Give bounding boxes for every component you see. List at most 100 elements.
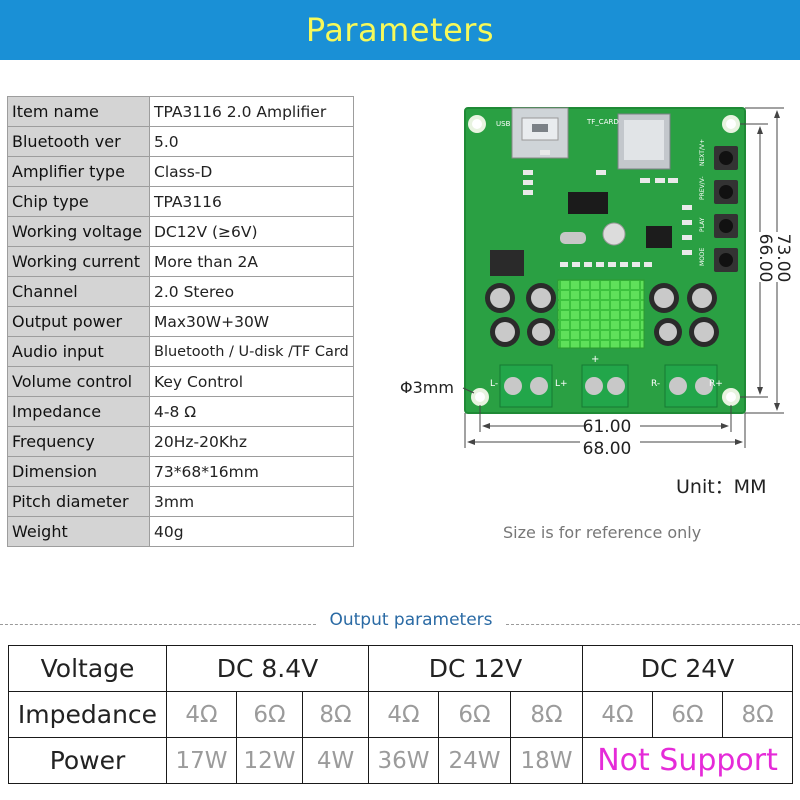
impedance-cell: 8Ω	[509, 691, 584, 738]
impedance-cell: 4Ω	[582, 691, 654, 738]
unit-label: Unit：MM	[676, 476, 767, 498]
spec-value: 73*68*16mm	[149, 456, 354, 487]
button-play	[714, 214, 738, 238]
silk-usb: USB	[496, 120, 511, 128]
hole-diameter: Φ3mm	[400, 378, 454, 397]
spec-value: More than 2A	[149, 246, 354, 277]
voltage-row: Voltage DC 8.4V DC 12V DC 24V	[8, 645, 794, 692]
silk-play: PLAY	[699, 217, 706, 232]
spec-key: Bluetooth ver	[7, 126, 150, 157]
power-cell: 18W	[509, 737, 584, 784]
power-cell: 17W	[166, 737, 237, 784]
terminal-left	[499, 364, 553, 408]
spec-value: 40g	[149, 516, 354, 547]
mount-hole-bl	[471, 388, 489, 406]
power-row: Power 17W 12W 4W 36W 24W 18W Not Support	[8, 737, 794, 784]
divider-right	[506, 624, 800, 625]
main-chip	[568, 192, 608, 214]
spec-value: Max30W+30W	[149, 306, 354, 337]
impedance-cell: 6Ω	[236, 691, 303, 738]
voltage-cell: DC 12V	[367, 645, 584, 692]
row-label-voltage: Voltage	[8, 645, 167, 692]
impedance-cell: 8Ω	[722, 691, 794, 738]
dim-61: 61.00	[583, 417, 632, 437]
board-diagram: USB TF_CARD NEXT/V+ PREV/V- PLAY MODE L-…	[400, 107, 793, 459]
impedance-cell: 4Ω	[166, 691, 237, 738]
spec-key: Amplifier type	[7, 156, 150, 187]
voltage-cell: DC 8.4V	[166, 645, 369, 692]
not-support-cell: Not Support	[582, 737, 794, 784]
crystal	[560, 232, 586, 244]
spec-value: 3mm	[149, 486, 354, 517]
impedance-cell: 6Ω	[438, 691, 511, 738]
dim-68: 68.00	[583, 439, 632, 459]
output-title: Output parameters	[329, 610, 493, 630]
spec-key: Channel	[7, 276, 150, 307]
reference-note: Size is for reference only	[503, 523, 702, 542]
divider-left	[0, 624, 316, 625]
spec-value: Key Control	[149, 366, 354, 397]
silk-l-plus: L+	[555, 379, 568, 389]
spec-key: Working voltage	[7, 216, 150, 247]
spec-key: Item name	[7, 96, 150, 127]
row-label-impedance: Impedance	[8, 691, 167, 738]
button-prev	[714, 180, 738, 204]
power-cell: 36W	[368, 737, 439, 784]
spec-value: 5.0	[149, 126, 354, 157]
heatsink	[557, 279, 645, 349]
mount-hole-tr	[722, 115, 740, 133]
mount-hole-br	[722, 388, 740, 406]
voltage-cell: DC 24V	[582, 645, 794, 692]
silk-next: NEXT/V+	[699, 139, 706, 166]
page-title: Parameters	[305, 11, 495, 49]
spec-key: Chip type	[7, 186, 150, 217]
dim-73: 73.00	[773, 234, 793, 283]
silk-plus: +	[591, 354, 599, 365]
silk-tf: TF_CARD	[586, 118, 619, 126]
spec-value: Bluetooth / U-disk /TF Card	[149, 336, 354, 367]
impedance-cell: 8Ω	[302, 691, 369, 738]
spec-key: Frequency	[7, 426, 150, 457]
power-cell: 12W	[236, 737, 303, 784]
spec-value: 4-8 Ω	[149, 396, 354, 427]
electrolytic-small	[602, 222, 626, 246]
silk-prev: PREV/V-	[699, 176, 706, 200]
regulator	[490, 250, 524, 276]
silk-mode: MODE	[699, 247, 706, 266]
spec-value: DC12V (≥6V)	[149, 216, 354, 247]
spec-key: Weight	[7, 516, 150, 547]
row-label-power: Power	[8, 737, 167, 784]
spec-value: TPA3116 2.0 Amplifier	[149, 96, 354, 127]
terminal-power	[581, 364, 629, 408]
impedance-cell: 4Ω	[368, 691, 439, 738]
power-cell: 4W	[302, 737, 369, 784]
button-mode	[714, 248, 738, 272]
spec-key: Volume control	[7, 366, 150, 397]
output-table: Voltage DC 8.4V DC 12V DC 24V Impedance …	[8, 645, 794, 784]
power-cell: 24W	[438, 737, 511, 784]
spec-key: Working current	[7, 246, 150, 277]
spec-value: Class-D	[149, 156, 354, 187]
impedance-cell: 6Ω	[652, 691, 724, 738]
spec-key: Audio input	[7, 336, 150, 367]
spec-value: TPA3116	[149, 186, 354, 217]
button-next	[714, 146, 738, 170]
page-header: Parameters	[0, 0, 800, 60]
spec-key: Output power	[7, 306, 150, 337]
silk-r-plus: R+	[709, 379, 723, 389]
terminal-right	[664, 364, 718, 408]
mount-hole-tl	[468, 115, 486, 133]
dim-66: 66.00	[755, 234, 775, 283]
silk-l-minus: L-	[490, 379, 498, 389]
